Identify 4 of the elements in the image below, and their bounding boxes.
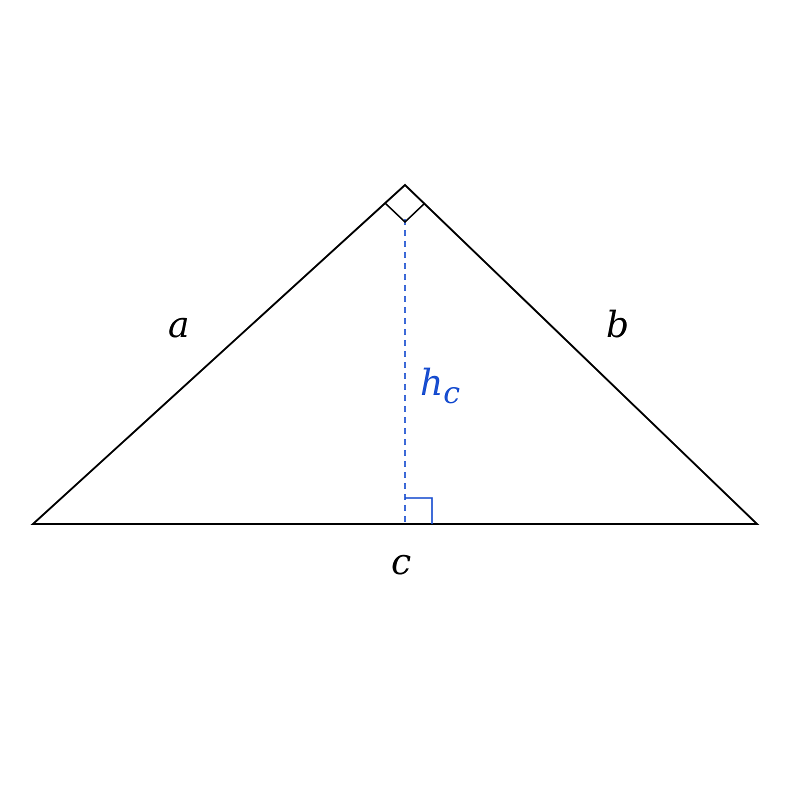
side-label: c [391,545,412,581]
side-label: b [606,308,630,344]
side-label: a [168,308,190,344]
altitude-label: h$_{c}$ [420,366,460,410]
